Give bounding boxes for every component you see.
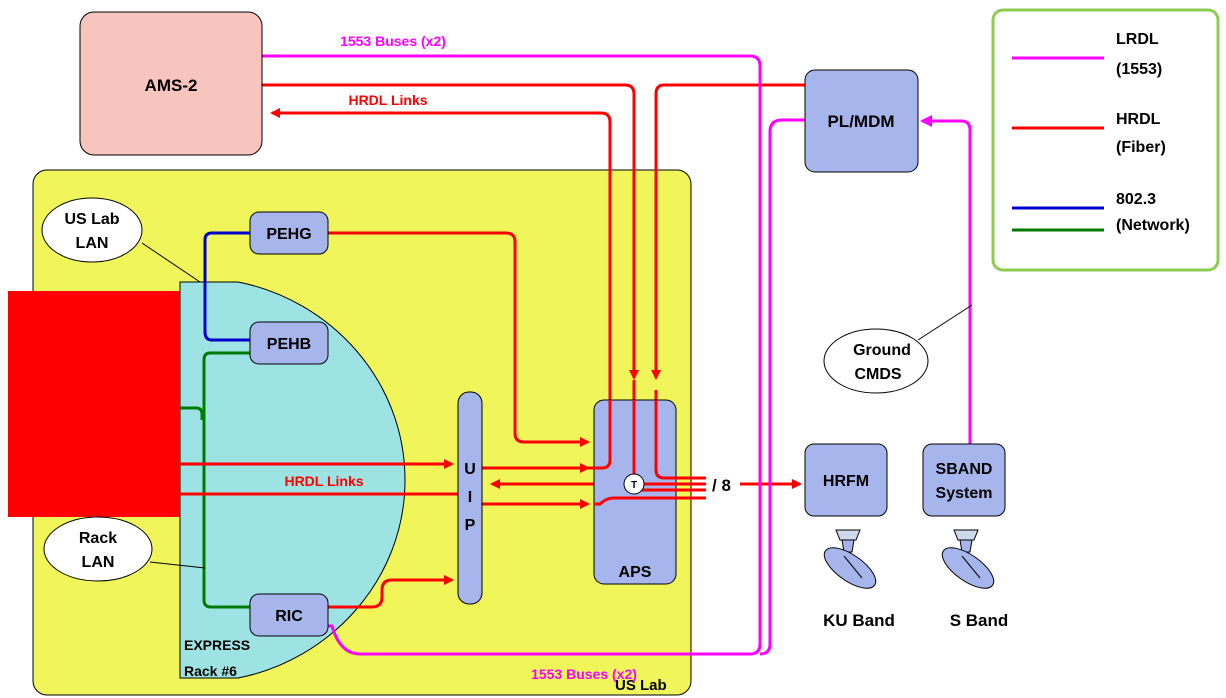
tee-label: T <box>631 480 637 491</box>
lrdl-sband-to-plmdm <box>922 121 970 444</box>
legend-lrdl-line1: LRDL <box>1116 31 1159 48</box>
legend-network-line1: 802.3 <box>1116 191 1156 208</box>
pehb-label: PEHB <box>267 336 311 353</box>
ground-cmds-line2: CMDS <box>854 366 901 383</box>
us-lab-lan-line1: US Lab <box>64 211 119 228</box>
sband-label-line2: System <box>936 485 993 502</box>
ku-band-label: KU Band <box>823 611 895 630</box>
pehg-label: PEHG <box>266 226 311 243</box>
pl-mdm-label: PL/MDM <box>827 112 894 131</box>
legend-network-line2: (Network) <box>1116 217 1190 234</box>
s-band-label: S Band <box>950 611 1009 630</box>
legend-hrdl-line2: (Fiber) <box>1116 139 1166 156</box>
mux-label: / 8 <box>712 476 731 495</box>
aps-label: APS <box>619 564 652 581</box>
express-rack-label-line2: Rack #6 <box>184 663 237 679</box>
sband-label-line1: SBAND <box>936 461 993 478</box>
s-band-antenna-icon <box>936 530 1000 596</box>
legend-hrdl-line1: HRDL <box>1116 111 1161 128</box>
ams2-label: AMS-2 <box>145 76 198 95</box>
uip-letter-p: P <box>465 517 476 534</box>
rack-lan-line1: Rack <box>79 530 117 547</box>
us-lab-lan-callout <box>42 198 142 262</box>
ground-cmds-line1: Ground <box>853 342 911 359</box>
buses-top-label: 1553 Buses (x2) <box>340 33 446 49</box>
buses-bottom-label: 1553 Buses (x2) <box>531 666 637 682</box>
hrdl-top-label: HRDL Links <box>348 92 427 108</box>
hrdl-mid-label: HRDL Links <box>284 473 363 489</box>
express-rack-label-line1: EXPRESS <box>184 637 250 653</box>
rack-lan-line2: LAN <box>82 554 115 571</box>
us-lab-lan-line2: LAN <box>76 235 109 252</box>
ric-label: RIC <box>275 608 303 625</box>
ku-band-antenna-icon <box>818 530 882 596</box>
hrfm-label: HRFM <box>823 473 869 490</box>
lrdl-plmdm-bus <box>760 120 805 654</box>
uip-letter-u: U <box>464 461 476 478</box>
legend-lrdl-line2: (1553) <box>1116 61 1162 78</box>
ground-cmds-connector <box>918 305 972 340</box>
ground-cmds-callout <box>824 329 928 393</box>
uip-letter-i: I <box>468 489 472 506</box>
express-rack-red-block <box>8 291 180 517</box>
rack-lan-callout <box>44 517 152 581</box>
sband-box[interactable] <box>923 444 1005 516</box>
